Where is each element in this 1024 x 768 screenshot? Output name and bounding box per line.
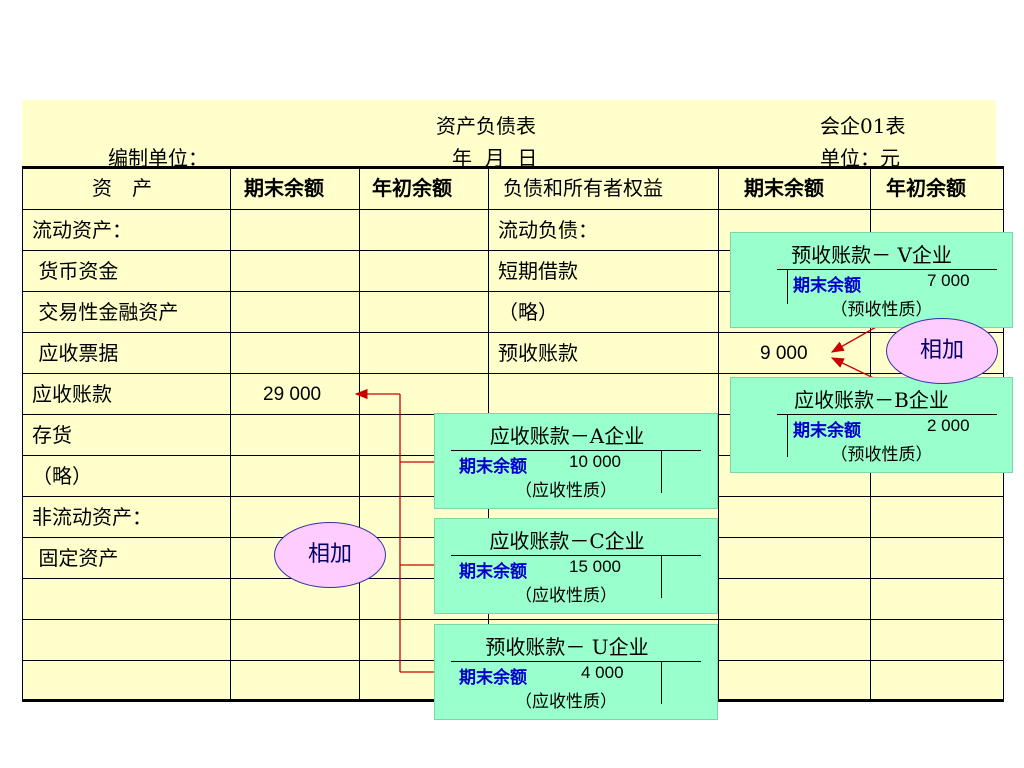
t-account-c-divider — [661, 556, 662, 598]
t-account-a-label: 期末余额 — [459, 457, 527, 477]
liab-row-advances-received: 预收账款 — [498, 341, 578, 365]
table-row-divider — [22, 619, 1004, 620]
t-account-b-divider — [787, 415, 788, 457]
liab-row-short-term-loans: 短期借款 — [498, 259, 578, 283]
table-column-divider — [22, 166, 23, 701]
asset-row-current-assets: 流动资产： — [32, 218, 132, 242]
table-column-divider — [359, 166, 360, 701]
t-account-a-nature: （应收性质） — [515, 481, 617, 501]
col-header-asset-begin: 年初余额 — [372, 176, 452, 200]
t-account-b-title: 应收账款－B企业 — [794, 388, 949, 412]
t-account-v: 预收账款－ V企业 期末余额 7 000 （预收性质） — [730, 232, 1013, 328]
asset-row-inventory: 存货 — [32, 423, 72, 447]
t-account-c-rule — [451, 555, 701, 556]
t-account-c-nature: （应收性质） — [515, 586, 617, 606]
sum-callout-right: 相加 — [886, 318, 998, 384]
table-row-divider — [22, 332, 1004, 333]
col-header-liab-begin: 年初余额 — [886, 176, 966, 200]
asset-row-accounts-receivable: 应收账款 — [32, 382, 112, 406]
table-row-divider — [22, 373, 1004, 374]
t-account-b-value: 2 000 — [927, 416, 970, 435]
t-account-a-divider — [661, 451, 662, 493]
date-label: 年 月 日 — [452, 146, 538, 170]
asset-row-cash: 货币资金 — [32, 259, 119, 283]
t-account-u-divider — [661, 662, 662, 704]
table-row-divider — [22, 250, 1004, 251]
t-account-a-value: 10 000 — [569, 452, 621, 471]
sum-callout-left: 相加 — [274, 522, 386, 588]
t-account-v-divider — [787, 270, 788, 304]
table-row-divider — [22, 291, 1004, 292]
table-row-divider — [22, 209, 1004, 210]
t-account-c-label: 期末余额 — [459, 562, 527, 582]
table-column-divider — [230, 166, 231, 701]
t-account-b: 应收账款－B企业 期末余额 2 000 （预收性质） — [730, 377, 1013, 473]
t-account-b-label: 期末余额 — [793, 421, 861, 441]
t-account-v-rule — [777, 269, 997, 270]
t-account-u-title: 预收账款－ U企业 — [485, 635, 649, 659]
col-header-assets: 资 产 — [92, 176, 152, 200]
col-header-asset-end: 期末余额 — [244, 176, 324, 200]
table-top-border — [22, 166, 1004, 169]
t-account-a-title: 应收账款－A企业 — [489, 424, 645, 448]
t-account-a: 应收账款－A企业 期末余额 10 000 （应收性质） — [434, 413, 718, 509]
t-account-b-rule — [777, 414, 997, 415]
liab-row-current-liabilities: 流动负债： — [498, 218, 598, 242]
asset-row-noncurrent-assets: 非流动资产： — [32, 505, 152, 529]
t-account-c-title: 应收账款－C企业 — [489, 529, 645, 553]
asset-row-fixed-assets: 固定资产 — [32, 546, 119, 570]
t-account-u-value: 4 000 — [581, 663, 624, 682]
t-account-a-rule — [451, 450, 701, 451]
liab-row-omitted: （略） — [498, 300, 558, 324]
t-account-v-value: 7 000 — [927, 271, 970, 290]
t-account-u-nature: （应收性质） — [515, 692, 617, 712]
t-account-v-nature: （预收性质） — [830, 300, 933, 320]
col-header-liab-end: 期末余额 — [744, 176, 824, 200]
col-header-liabilities: 负债和所有者权益 — [503, 176, 663, 200]
t-account-v-title: 预收账款－ V企业 — [791, 243, 952, 267]
table-column-divider — [718, 166, 719, 701]
t-account-c: 应收账款－C企业 期末余额 15 000 （应收性质） — [434, 518, 718, 614]
report-title: 资产负债表 — [436, 114, 536, 138]
form-number: 会企01表 — [820, 114, 906, 138]
t-account-v-label: 期末余额 — [793, 276, 861, 296]
t-account-c-value: 15 000 — [569, 557, 621, 576]
t-account-u-rule — [451, 661, 701, 662]
accounts-receivable-end-value: 29 000 — [263, 384, 322, 405]
asset-row-notes-receivable: 应收票据 — [32, 341, 119, 365]
t-account-b-nature: （预收性质） — [830, 445, 933, 465]
asset-row-trading-assets: 交易性金融资产 — [32, 300, 179, 324]
asset-row-omitted: （略） — [32, 464, 92, 488]
report-header — [22, 100, 996, 166]
advances-received-end-value: 9 000 — [760, 343, 808, 364]
t-account-u: 预收账款－ U企业 期末余额 4 000 （应收性质） — [434, 624, 718, 720]
t-account-u-label: 期末余额 — [459, 668, 527, 688]
